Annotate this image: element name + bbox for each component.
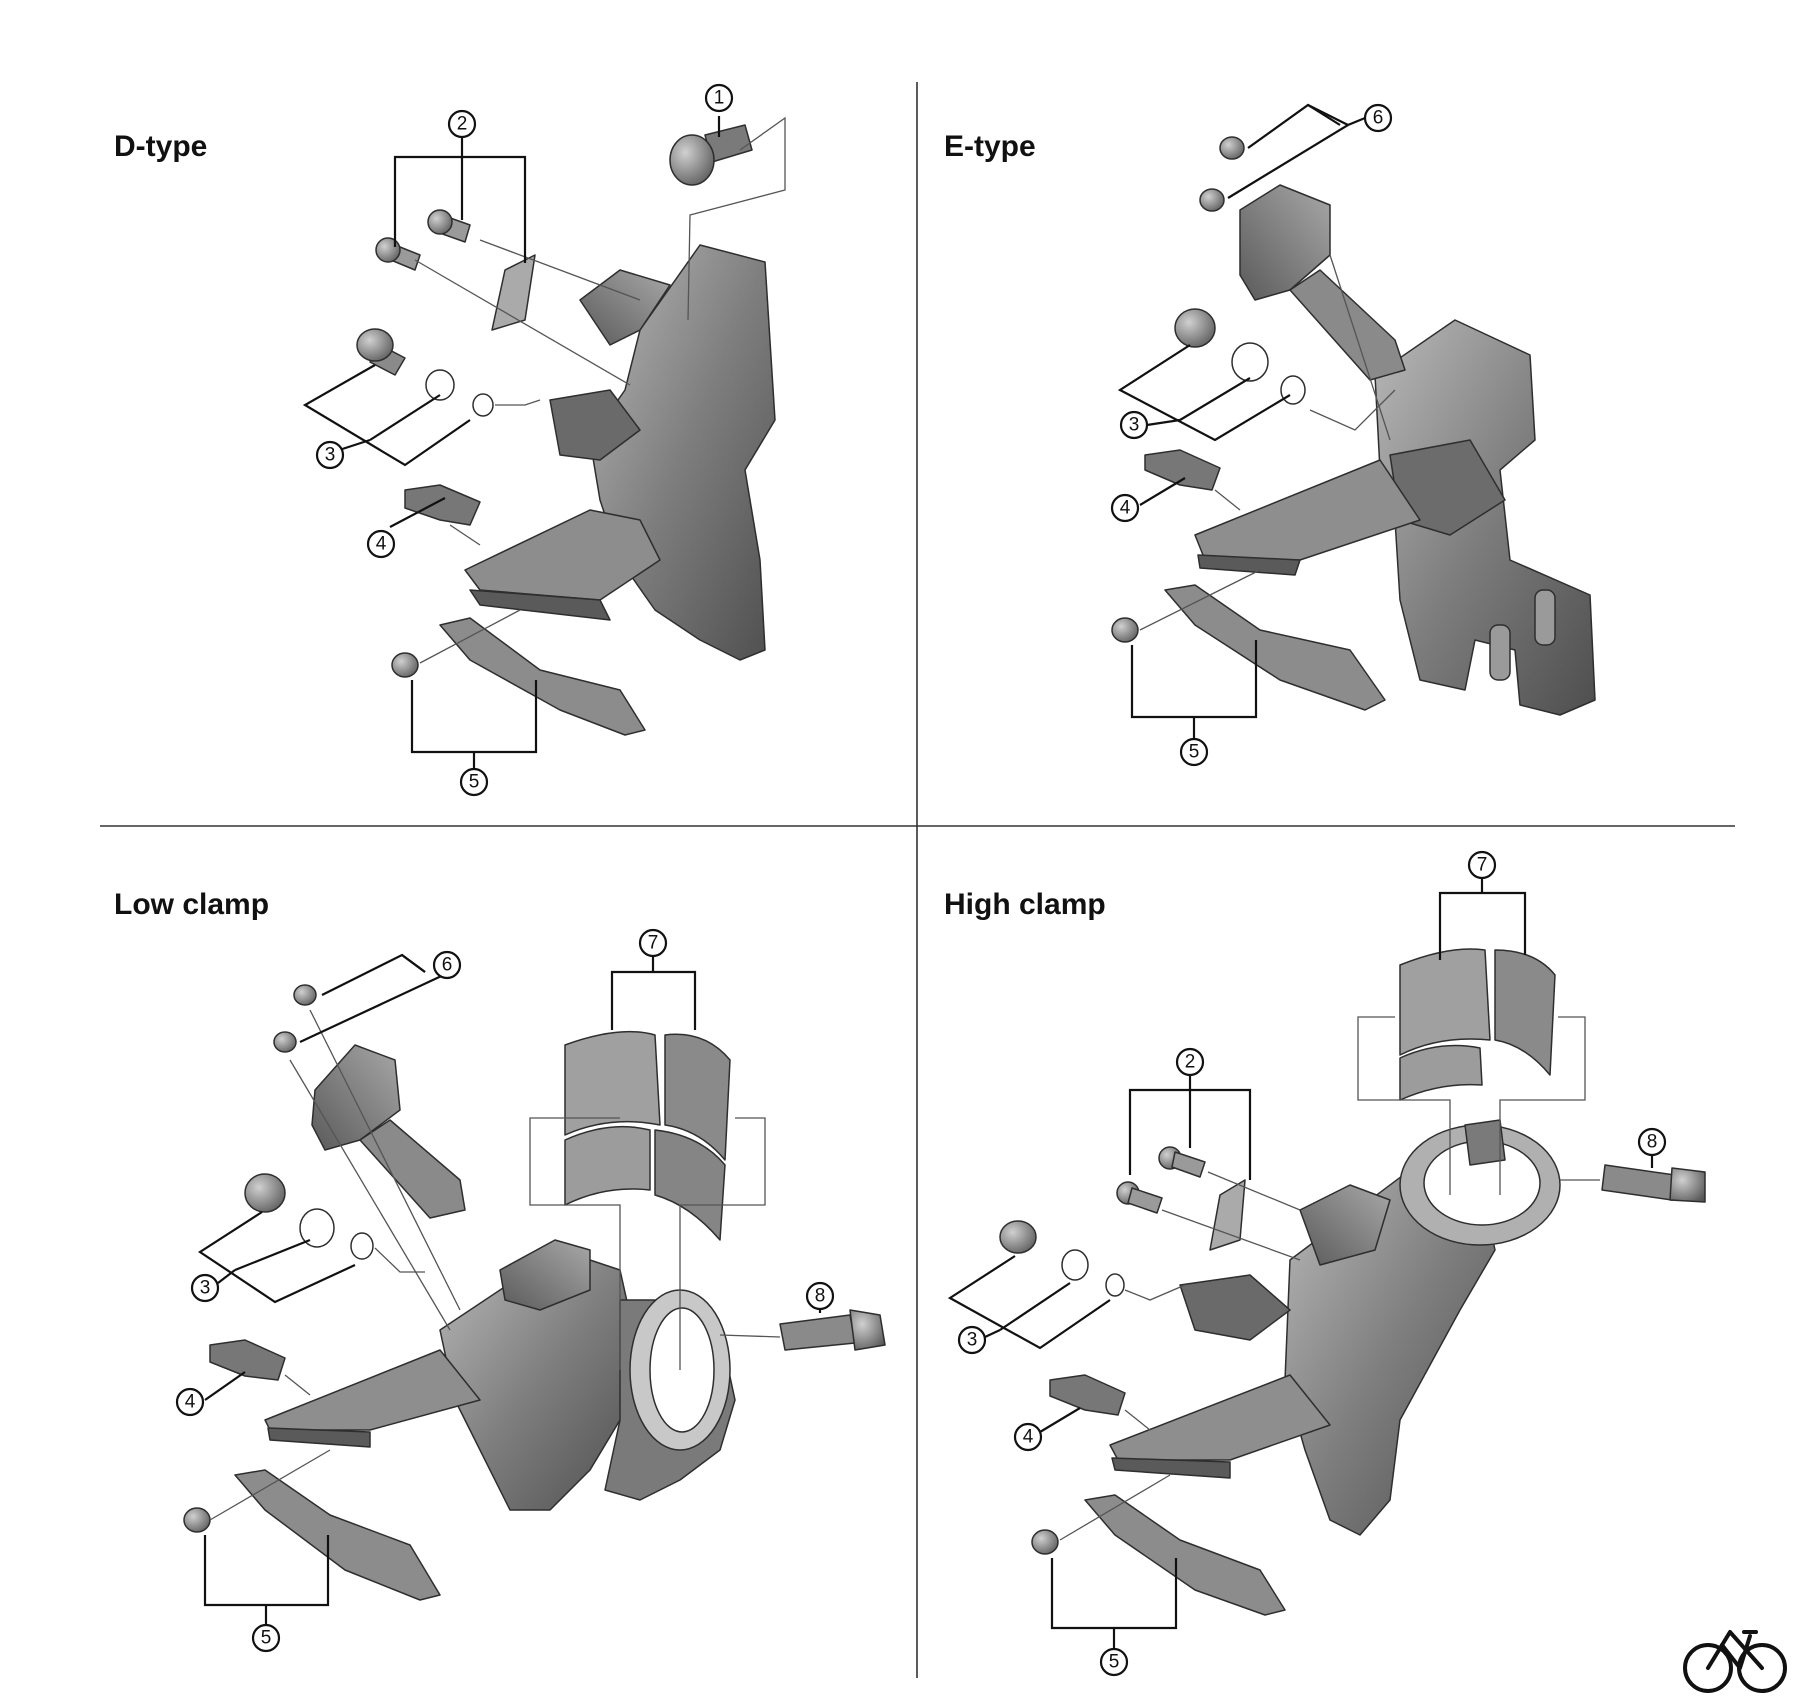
svg-text:7: 7 <box>1477 855 1488 876</box>
callout-7: 7 <box>1467 850 1497 880</box>
derailleur-body <box>264 1239 736 1511</box>
bolts-part-2 <box>1116 1146 1246 1251</box>
panel-title-low-clamp: Low clamp <box>114 888 270 921</box>
panel-e-type: 6 3 4 5 <box>1110 103 1596 767</box>
callout-4: 4 <box>366 529 396 559</box>
svg-text:5: 5 <box>469 772 480 793</box>
callout-2: 2 <box>1175 1047 1205 1077</box>
svg-text:3: 3 <box>200 1278 211 1299</box>
mount-bracket-part-6 <box>1199 136 1406 381</box>
leader-lines-high-clamp <box>1059 1016 1600 1541</box>
svg-text:3: 3 <box>967 1330 978 1351</box>
bolt-washers-part-3 <box>999 1220 1125 1297</box>
svg-text:2: 2 <box>1185 1052 1196 1073</box>
svg-text:4: 4 <box>185 1392 196 1413</box>
callout-6: 6 <box>432 950 462 980</box>
panel-high-clamp: 7 2 8 3 4 5 <box>947 850 1706 1677</box>
cap-part-4 <box>1144 449 1221 491</box>
callout-5: 5 <box>1179 737 1209 767</box>
callout-4: 4 <box>175 1387 205 1417</box>
bicycle-logo-icon <box>1683 1630 1787 1693</box>
leader-lines-d-type <box>414 116 786 664</box>
derailleur-body <box>464 244 776 661</box>
panel-title-d-type: D-type <box>114 130 208 163</box>
bolt-washers-part-3 <box>244 1173 374 1260</box>
callout-3: 3 <box>957 1325 987 1355</box>
fixing-bolt-part-8 <box>779 1309 886 1351</box>
bolt-washers-part-3 <box>356 328 494 417</box>
callout-7: 7 <box>638 928 668 958</box>
callout-5: 5 <box>251 1623 281 1653</box>
svg-text:6: 6 <box>1373 108 1384 129</box>
callout-8: 8 <box>805 1281 835 1311</box>
svg-text:5: 5 <box>1189 742 1200 763</box>
svg-text:4: 4 <box>1023 1427 1034 1448</box>
svg-text:6: 6 <box>442 955 453 976</box>
svg-text:3: 3 <box>1129 415 1140 436</box>
link-plate-part-5 <box>1111 584 1386 711</box>
link-plate-part-5 <box>1031 1494 1286 1616</box>
callout-5: 5 <box>1099 1647 1129 1677</box>
brackets-low-clamp <box>197 953 822 1628</box>
cap-part-4 <box>1049 1374 1126 1416</box>
panel-d-type: 1 2 3 4 5 <box>302 83 786 797</box>
cap-part-4 <box>404 484 481 526</box>
svg-text:8: 8 <box>1647 1132 1658 1153</box>
link-plate-part-5 <box>391 617 646 736</box>
brackets-high-clamp <box>947 878 1654 1650</box>
panel-title-e-type: E-type <box>944 130 1036 163</box>
bolts-part-2 <box>375 209 536 331</box>
panel-low-clamp: 6 7 3 8 4 5 <box>175 928 886 1653</box>
callout-3: 3 <box>1119 410 1149 440</box>
svg-text:3: 3 <box>325 445 336 466</box>
brackets-e-type <box>1117 103 1366 742</box>
svg-text:8: 8 <box>815 1286 826 1307</box>
brackets-d-type <box>302 137 538 770</box>
link-plate-part-5 <box>183 1469 441 1601</box>
clamp-band-part-7 <box>564 1030 731 1241</box>
svg-text:5: 5 <box>1109 1652 1120 1673</box>
callout-1: 1 <box>704 83 734 137</box>
svg-text:7: 7 <box>648 933 659 954</box>
fixing-bolt-part-1 <box>669 124 753 186</box>
fixing-bolt-part-8 <box>1601 1164 1706 1203</box>
svg-text:2: 2 <box>457 114 468 135</box>
callout-8: 8 <box>1637 1127 1667 1157</box>
leader-lines-e-type <box>1139 254 1396 631</box>
leader-lines-low-clamp <box>209 1009 781 1521</box>
cap-part-4 <box>209 1339 286 1381</box>
callout-4: 4 <box>1013 1422 1043 1452</box>
bolt-washers-part-3 <box>1174 308 1306 405</box>
svg-text:4: 4 <box>1120 498 1131 519</box>
derailleur-body <box>1109 1119 1561 1536</box>
svg-text:5: 5 <box>261 1628 272 1649</box>
derailleur-body <box>1194 319 1596 716</box>
clamp-band-part-7 <box>1399 948 1556 1101</box>
panel-title-high-clamp: High clamp <box>944 888 1106 921</box>
callout-3: 3 <box>190 1273 220 1303</box>
callout-5: 5 <box>459 767 489 797</box>
callout-6: 6 <box>1363 103 1393 133</box>
svg-text:4: 4 <box>376 534 387 555</box>
mount-bracket-part-6 <box>273 984 466 1219</box>
callout-2: 2 <box>447 109 477 139</box>
callout-3: 3 <box>315 440 345 470</box>
callout-4: 4 <box>1110 493 1140 523</box>
svg-text:1: 1 <box>714 88 725 109</box>
